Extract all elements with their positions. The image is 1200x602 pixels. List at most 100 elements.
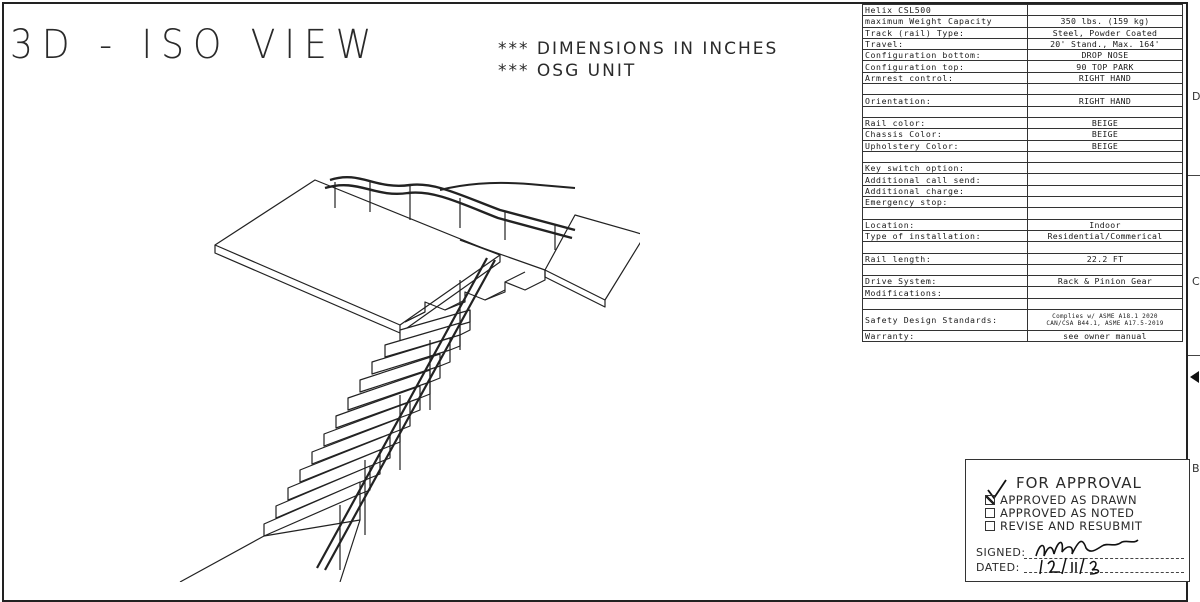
handwritten-date [1039,557,1100,575]
spec-label: Helix CSL500 [862,3,1028,17]
checkbox[interactable] [985,521,995,531]
table-row: Rail length:22.2 FT [862,252,1183,265]
table-row: Additional charge: [862,184,1183,198]
zone-arrow-icon [1190,371,1199,383]
page-title: 3D - ISO VIEW [10,22,381,68]
safety-value-line-1: Complies w/ ASME A18.1 2020 [1052,313,1158,321]
safety-value: Complies w/ ASME A18.1 2020 CAN/CSA B44.… [1027,309,1183,332]
signed-label: SIGNED: [976,546,1026,559]
table-row [862,150,1183,164]
table-row: Configuration bottom:DROP NOSE [862,49,1183,62]
staircase-iso-drawing [179,175,640,582]
spec-value: BEIGE [1027,116,1183,130]
warranty-value: see owner manual [1027,330,1183,343]
zone-letter: C [1192,275,1200,288]
table-row: Chassis Color:BEIGE [862,128,1183,141]
spec-value: 90 TOP PARK [1027,60,1183,73]
table-row: Track (rail) Type:Steel, Powder Coated [862,26,1183,39]
warranty-label: Warranty: [862,330,1028,343]
table-row: Armrest control:RIGHT HAND [862,71,1183,85]
table-row: Upholstery Color:BEIGE [862,139,1183,152]
spec-label: Track (rail) Type: [862,26,1028,39]
dated-label: DATED: [976,561,1020,574]
spec-value [1027,83,1183,96]
spec-label: Drive System: [862,275,1028,288]
spec-label [862,150,1028,164]
spec-value: Steel, Powder Coated [1027,26,1183,39]
approval-stamp: FOR APPROVAL APPROVED AS DRAWN APPROVED … [965,459,1190,582]
table-row [862,83,1183,96]
spec-value [1027,207,1183,220]
spec-value [1027,162,1183,175]
handwritten-signature [1035,539,1139,557]
spec-label: Modifications: [862,286,1028,299]
spec-value [1027,3,1183,17]
spec-label: maximum Weight Capacity [862,15,1028,28]
checkbox-checked[interactable] [985,495,995,505]
spec-label: Upholstery Color: [862,139,1028,152]
spec-value: 350 lbs. (159 kg) [1027,15,1183,28]
spec-value [1027,173,1183,186]
table-row [862,241,1183,254]
table-row: Travel:20' Stand., Max. 164' [862,37,1183,51]
table-row: Configuration top:90 TOP PARK [862,60,1183,73]
spec-label [862,263,1028,277]
note-unit: *** OSG UNIT [498,61,637,81]
spec-label: Type of installation: [862,229,1028,243]
table-row: Rail color:BEIGE [862,116,1183,130]
spec-value [1027,241,1183,254]
approval-option-label: APPROVED AS DRAWN [1000,493,1138,507]
spec-label: Location: [862,218,1028,231]
spec-label [862,297,1028,311]
safety-value-line-2: CAN/CSA B44.1, ASME A17.5-2019 [1046,320,1164,328]
spec-value [1027,105,1183,118]
approval-option-noted[interactable]: APPROVED AS NOTED [985,506,1134,520]
table-row: Additional call send: [862,173,1183,186]
table-row: Safety Design Standards: Complies w/ ASM… [862,309,1183,332]
table-row [862,263,1183,277]
table-row: Location:Indoor [862,218,1183,231]
spec-label: Emergency stop: [862,196,1028,209]
spec-value: Rack & Pinion Gear [1027,275,1183,288]
spec-value: Residential/Commerical [1027,229,1183,243]
zone-tick [1188,355,1200,356]
spec-value: 20' Stand., Max. 164' [1027,37,1183,51]
spec-label: Travel: [862,37,1028,51]
spec-label: Chassis Color: [862,128,1028,141]
table-row [862,297,1183,311]
approval-option-approved[interactable]: APPROVED AS DRAWN [985,493,1137,507]
spec-value: 22.2 FT [1027,252,1183,265]
spec-value [1027,286,1183,299]
table-row [862,105,1183,118]
date-line [1024,572,1184,573]
drawing-notes: *** DIMENSIONS IN INCHES *** OSG UNIT [498,38,778,82]
approval-option-label: REVISE AND RESUBMIT [1000,519,1143,533]
spec-value [1027,150,1183,164]
spec-label: Rail length: [862,252,1028,265]
table-row: Modifications: [862,286,1183,299]
spec-label [862,241,1028,254]
approval-option-label: APPROVED AS NOTED [1000,506,1135,520]
zone-letter: B [1192,462,1200,475]
approval-title: FOR APPROVAL [1016,474,1142,492]
spec-value: Indoor [1027,218,1183,231]
spec-label [862,105,1028,118]
spec-label: Rail color: [862,116,1028,130]
spec-label: Additional charge: [862,184,1028,198]
approval-option-revise[interactable]: REVISE AND RESUBMIT [985,519,1142,533]
signature-line [1024,558,1184,559]
spec-value [1027,263,1183,277]
table-row: Emergency stop: [862,196,1183,209]
spec-label: Armrest control: [862,71,1028,85]
spec-label [862,207,1028,220]
spec-label: Configuration top: [862,60,1028,73]
spec-label: Orientation: [862,94,1028,107]
table-row: Type of installation:Residential/Commeri… [862,229,1183,243]
table-row: Helix CSL500 [862,3,1183,17]
spec-label: Configuration bottom: [862,49,1028,62]
spec-value [1027,196,1183,209]
table-row: Warranty: see owner manual [862,330,1183,343]
checkbox[interactable] [985,508,995,518]
